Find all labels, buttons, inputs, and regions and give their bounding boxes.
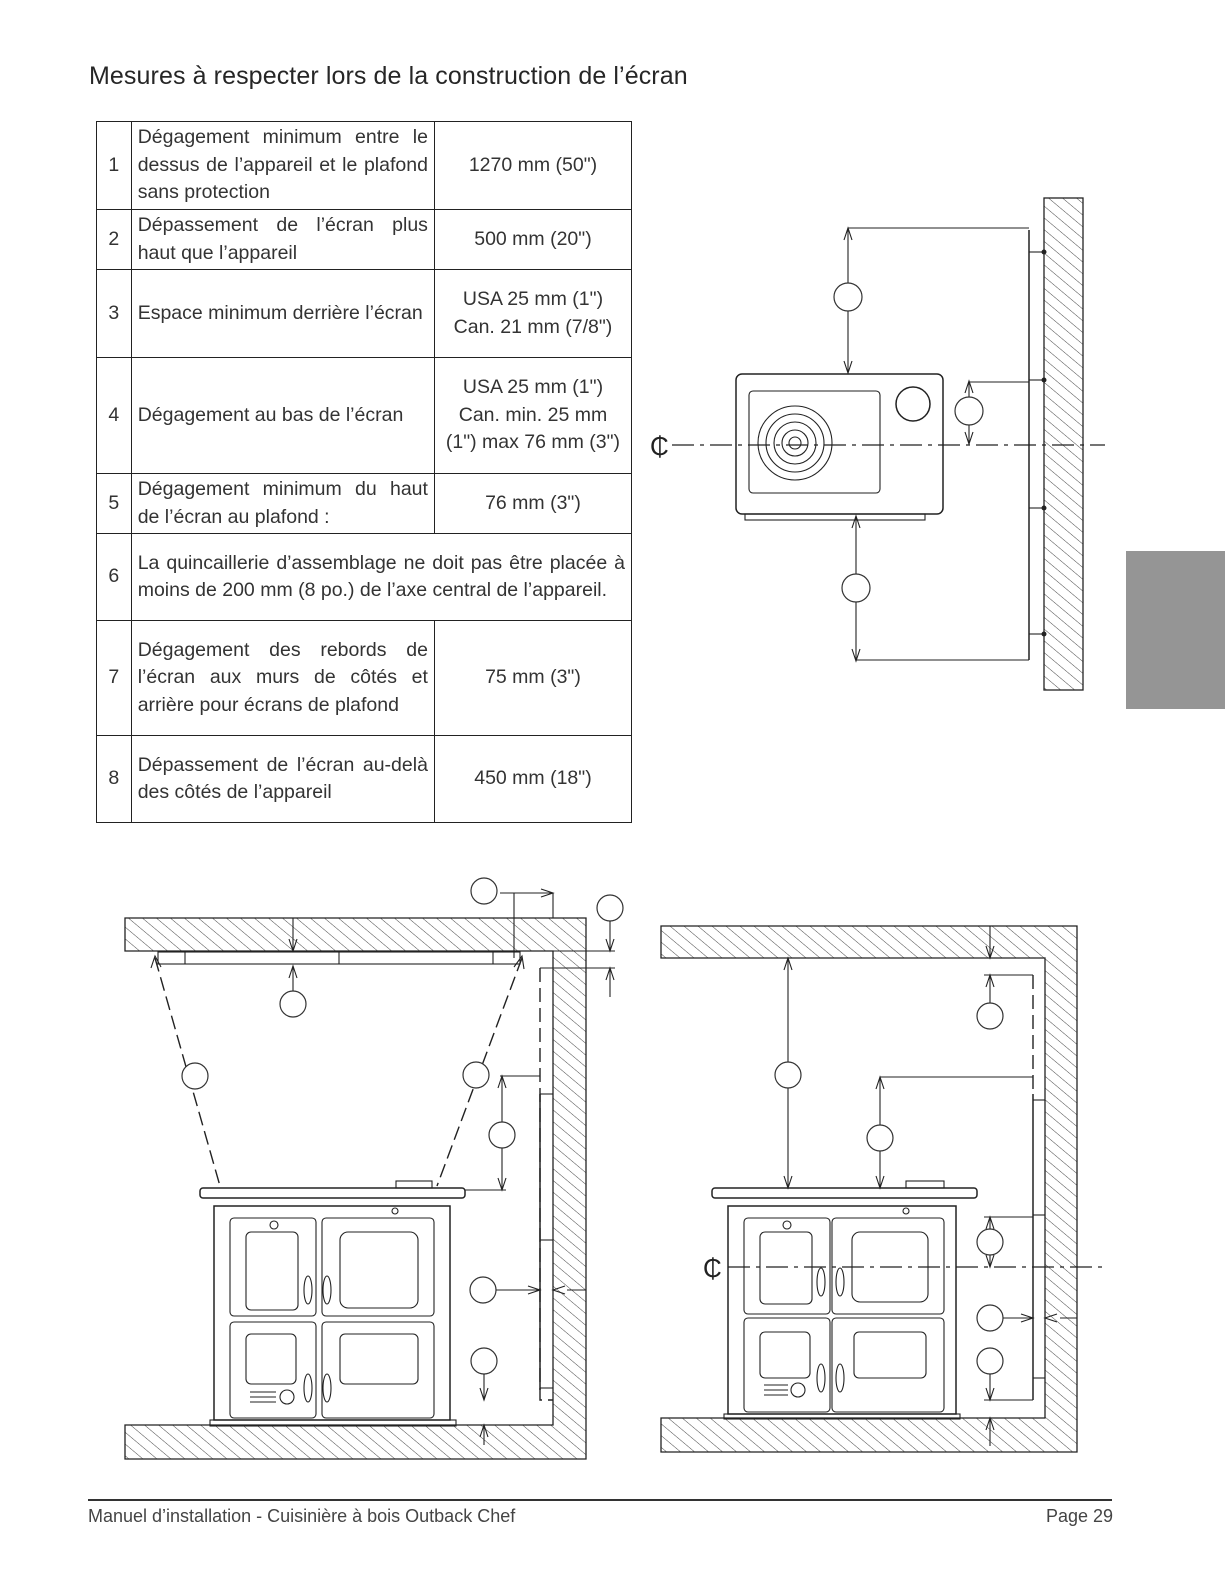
table-row: 7 Dégagement des rebords de l’écran aux … xyxy=(96,620,633,736)
row-description: Dégagement des rebords de l’écran aux mu… xyxy=(130,620,435,736)
table-row: 2 Dépassement de l’écran plus haut que l… xyxy=(96,209,633,270)
row-description: Dégagement au bas de l’écran xyxy=(130,357,435,474)
callout-circle xyxy=(866,1124,894,1152)
row-value: 500 mm (20") xyxy=(433,209,633,270)
callout-circle xyxy=(488,1121,516,1149)
page-title: Mesures à respecter lors de la construct… xyxy=(89,62,688,90)
callout-circle xyxy=(596,894,624,922)
footer-document-title: Manuel d’installation - Cuisinière à boi… xyxy=(88,1506,516,1526)
row-number: 2 xyxy=(96,209,132,270)
section-tab xyxy=(1126,551,1225,709)
room-walls xyxy=(660,925,1078,1453)
callout-circle xyxy=(954,396,984,426)
clearance-table: 1 Dégagement minimum entre le dessus de … xyxy=(96,121,633,823)
front-view-ceiling-screen xyxy=(124,877,624,1460)
row-description: Dépassement de l’écran plus haut que l’a… xyxy=(130,209,435,270)
callout-circle xyxy=(841,573,871,603)
rear-wall xyxy=(1043,197,1084,691)
top-view-diagram: ₵ xyxy=(650,197,1105,691)
centerline-symbol: ₵ xyxy=(703,1253,722,1283)
row-value: 76 mm (3") xyxy=(433,473,633,534)
table-row: 6 La quincaillerie d’assemblage ne doit … xyxy=(96,533,633,621)
row-number: 6 xyxy=(96,533,132,621)
row-value: 450 mm (18") xyxy=(433,735,633,823)
row-number: 5 xyxy=(96,473,132,534)
callout-circle xyxy=(976,1228,1004,1256)
room-walls xyxy=(124,917,587,1460)
table-row: 5 Dégagement minimum du haut de l’écran … xyxy=(96,473,633,534)
row-description: Dégagement minimum entre le dessus de l’… xyxy=(130,121,435,210)
row-value: 1270 mm (50") xyxy=(433,121,633,210)
page-number: Page 29 xyxy=(1046,1506,1114,1526)
row-description: Dépassement de l’écran au-delà des côtés… xyxy=(130,735,435,823)
cooking-plate xyxy=(757,405,833,481)
table-row: 8 Dépassement de l’écran au-delà des côt… xyxy=(96,735,633,823)
stove-side-view xyxy=(727,1205,957,1415)
row-value: 75 mm (3") xyxy=(433,620,633,736)
row-value: USA 25 mm (1") Can. 21 mm (7/8") xyxy=(433,269,633,358)
callout-circle xyxy=(462,1061,490,1089)
row-number: 8 xyxy=(96,735,132,823)
row-value: USA 25 mm (1") Can. min. 25 mm (1") max … xyxy=(433,357,633,474)
callout-circle xyxy=(470,1347,498,1375)
row-number: 3 xyxy=(96,269,132,358)
callout-circle xyxy=(279,990,307,1018)
row-number: 1 xyxy=(96,121,132,210)
callout-circle xyxy=(774,1061,802,1089)
row-description: Dégagement minimum du haut de l’écran au… xyxy=(130,473,435,534)
table-row: 1 Dégagement minimum entre le dessus de … xyxy=(96,121,633,210)
callout-circle xyxy=(976,1002,1004,1030)
side-view-wall-screen: ₵ xyxy=(660,925,1105,1453)
callout-circle xyxy=(833,282,863,312)
row-description: La quincaillerie d’assemblage ne doit pa… xyxy=(130,533,633,621)
callout-circle xyxy=(976,1304,1004,1332)
footer-divider xyxy=(88,1499,1112,1501)
table-row: 4 Dégagement au bas de l’écran USA 25 mm… xyxy=(96,357,633,474)
callout-circle xyxy=(470,877,498,905)
callout-circle xyxy=(469,1276,497,1304)
centerline-symbol: ₵ xyxy=(650,431,669,461)
stove-front-view xyxy=(213,1205,451,1421)
callout-circle xyxy=(181,1062,209,1090)
callout-circle xyxy=(976,1347,1004,1375)
